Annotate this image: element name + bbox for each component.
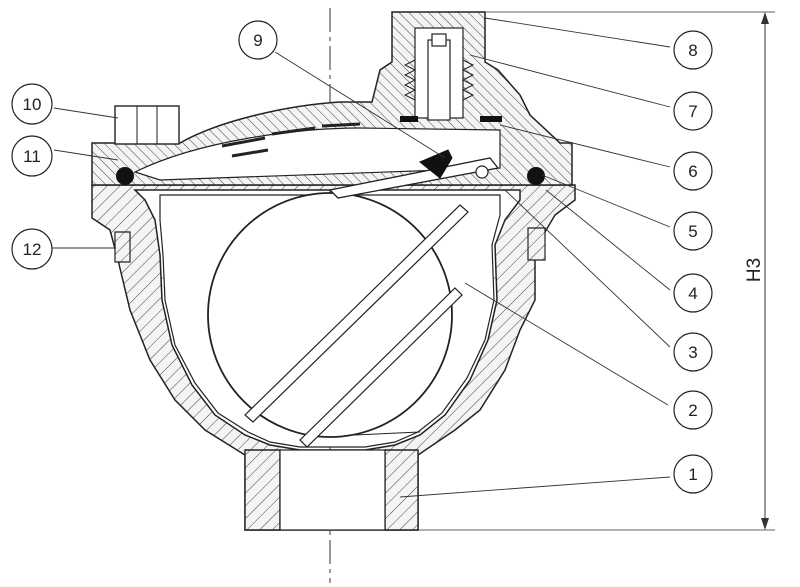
callout-5: 5: [673, 211, 713, 251]
callout-label: 4: [688, 284, 697, 303]
callout-7: 7: [673, 91, 713, 131]
callout-label: 11: [23, 147, 41, 166]
float-plate: [299, 287, 463, 448]
nozzle: [427, 39, 451, 121]
side-boss-right: [527, 227, 546, 261]
callout-11: 11: [11, 135, 53, 177]
o-ring-right: [527, 167, 545, 185]
callout-label: 5: [688, 222, 697, 241]
callout-label: 6: [688, 162, 697, 181]
callout-label: 2: [688, 401, 697, 420]
seal-ring-left: [400, 116, 418, 122]
callout-label: 3: [688, 343, 697, 362]
callout-label: 7: [688, 102, 697, 121]
callout-label: 1: [688, 465, 697, 484]
outlet-bore: [279, 449, 386, 531]
float-guide: [244, 204, 469, 423]
callout-8: 8: [673, 30, 713, 70]
callout-label: 8: [688, 41, 697, 60]
side-boss-left: [114, 231, 131, 263]
nozzle-cap: [431, 33, 447, 47]
float-ball: [207, 192, 453, 438]
cover-ribs: [221, 122, 361, 158]
callout-2: 2: [673, 390, 713, 430]
callout-1: 1: [673, 454, 713, 494]
callout-9: 9: [238, 20, 278, 60]
callout-label: 9: [253, 31, 262, 50]
dim-arrow-top: [761, 12, 769, 24]
seal-ring: [480, 116, 502, 122]
callout-10: 10: [11, 83, 53, 125]
callout-3: 3: [673, 332, 713, 372]
o-ring-left: [116, 167, 134, 185]
nozzle-thread: [403, 59, 475, 101]
dim-arrow-bottom: [761, 518, 769, 530]
cover-bolt: [114, 105, 180, 145]
lever-pivot: [475, 165, 489, 179]
callout-12: 12: [11, 228, 53, 270]
callout-6: 6: [673, 151, 713, 191]
dimension-label: H3: [744, 258, 765, 282]
callout-label: 10: [23, 95, 42, 114]
leader-lines: [52, 17, 671, 498]
callout-label: 12: [23, 240, 42, 259]
callout-4: 4: [673, 273, 713, 313]
float-base-line: [354, 431, 421, 436]
